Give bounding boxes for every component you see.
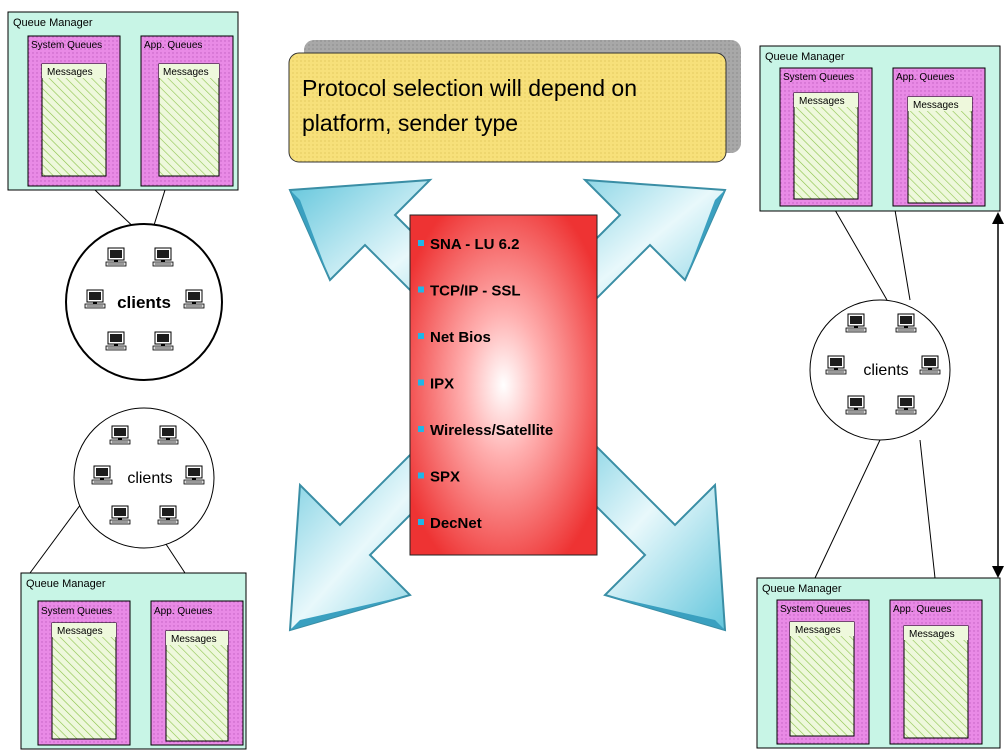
queue-manager-title: Queue Manager [13, 17, 93, 29]
computer-icon [157, 425, 179, 445]
bullet-icon [418, 240, 424, 246]
computer-icon [105, 247, 127, 267]
messages-label: Messages [163, 67, 209, 78]
system-queues-label: System Queues [31, 40, 102, 51]
computer-icon [152, 247, 174, 267]
messages-label: Messages [171, 634, 217, 645]
computer-icon [91, 465, 113, 485]
bullet-icon [418, 519, 424, 525]
computer-icon [105, 331, 127, 351]
messages-label: Messages [913, 100, 959, 111]
messages-label: Messages [795, 625, 841, 636]
bullet-icon [418, 426, 424, 432]
app-queues-label: App. Queues [154, 606, 212, 617]
queue-manager-top-right: Queue Manager System Queues App. Queues … [759, 45, 1001, 212]
client-group-bottom-left: clients [73, 407, 215, 549]
protocol-item: Net Bios [430, 329, 491, 346]
computer-icon [84, 289, 106, 309]
queue-manager-bottom-left: Queue Manager System Queues App. Queues … [20, 572, 247, 750]
bullet-icon [418, 379, 424, 386]
messages-label: Messages [57, 626, 103, 637]
protocol-item: DecNet [430, 515, 482, 532]
protocol-item: IPX [430, 376, 454, 393]
clients-label: clients [117, 293, 171, 312]
computer-icon [183, 465, 205, 485]
messages-label: Messages [909, 629, 955, 640]
computer-icon [845, 313, 867, 333]
callout-line-2: platform, sender type [302, 110, 518, 136]
messages-label: Messages [47, 67, 93, 78]
protocol-item: SPX [430, 469, 460, 486]
computer-icon [157, 505, 179, 525]
system-queues-label: System Queues [780, 604, 851, 615]
queue-manager-title: Queue Manager [762, 583, 842, 595]
computer-icon [895, 395, 917, 415]
queue-manager-title: Queue Manager [765, 51, 845, 63]
protocol-item: SNA - LU 6.2 [430, 236, 519, 253]
client-group-top-left: clients [65, 223, 223, 381]
messages-label: Messages [799, 96, 845, 107]
callout-line-1: Protocol selection will depend on [302, 75, 637, 101]
system-queues-label: System Queues [783, 72, 854, 83]
clients-label: clients [127, 470, 172, 487]
clients-label: clients [863, 362, 908, 379]
app-queues-label: App. Queues [896, 72, 954, 83]
bullet-icon [418, 472, 424, 479]
bullet-icon [418, 333, 424, 339]
computer-icon [919, 355, 941, 375]
queue-manager-title: Queue Manager [26, 578, 106, 590]
computer-icon [895, 313, 917, 333]
computer-icon [825, 355, 847, 375]
computer-icon [109, 505, 131, 525]
queue-manager-top-left: Queue Manager System Queues App. Queues … [7, 11, 239, 191]
computer-icon [845, 395, 867, 415]
bullet-icon [418, 286, 424, 293]
protocol-item: Wireless/Satellite [430, 422, 553, 439]
protocol-callout: Protocol selection will depend on platfo… [288, 40, 741, 163]
app-queues-label: App. Queues [893, 604, 951, 615]
computer-icon [152, 331, 174, 351]
computer-icon [183, 289, 205, 309]
client-group-right: clients [809, 299, 951, 441]
app-queues-label: App. Queues [144, 40, 202, 51]
system-queues-label: System Queues [41, 606, 112, 617]
computer-icon [109, 425, 131, 445]
queue-manager-bottom-right: Queue Manager System Queues App. Queues … [756, 577, 1001, 749]
protocol-item: TCP/IP - SSL [430, 283, 521, 300]
